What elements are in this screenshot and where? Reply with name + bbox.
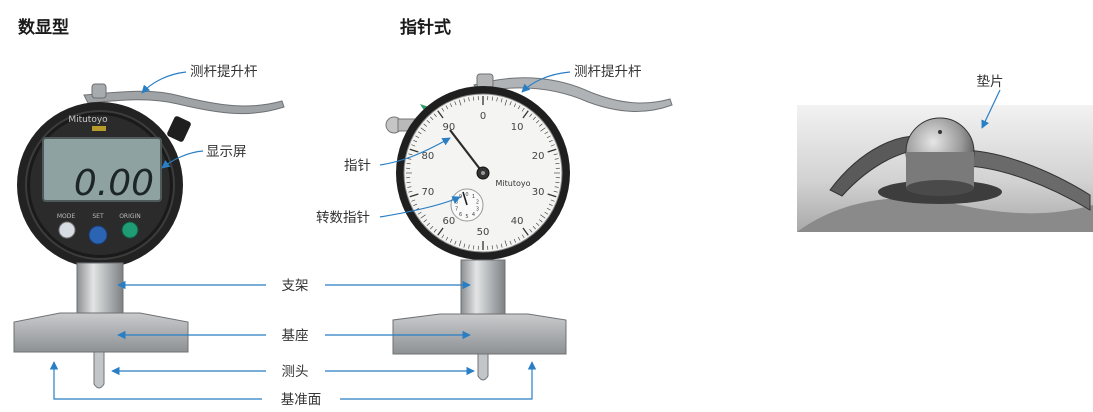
inner-dial-number: 0 — [465, 192, 468, 198]
probe — [94, 352, 104, 388]
base — [14, 313, 188, 352]
label-revolution-pointer: 转数指针 — [316, 210, 370, 226]
dial-number: 80 — [421, 151, 434, 162]
inner-dial-number: 7 — [455, 206, 458, 212]
dial-number: 10 — [511, 122, 524, 133]
inner-dial-number: 8 — [455, 200, 458, 206]
inner-dial-number: 2 — [476, 200, 479, 206]
digital-gauge: Mitutoyo 0.00 MODE SET ORIGIN — [14, 84, 284, 388]
title-dial: 指针式 — [400, 17, 451, 38]
probe-dial — [478, 354, 488, 380]
origin-label: ORIGIN — [119, 213, 141, 220]
inner-dial-number: 1 — [472, 194, 475, 200]
label-probe: 测头 — [282, 364, 309, 380]
label-display: 显示屏 — [206, 144, 247, 160]
mode-button — [59, 222, 75, 238]
label-reference-face: 基准面 — [281, 391, 322, 408]
inner-dial-number: 6 — [459, 212, 462, 218]
set-button — [89, 226, 107, 244]
label-lift-lever-digital: 测杆提升杆 — [190, 64, 258, 80]
label-stand: 支架 — [282, 278, 309, 294]
base-dial — [393, 314, 566, 354]
dial-number: 90 — [443, 122, 456, 133]
inner-dial-number: 4 — [472, 212, 475, 218]
dial-number: 60 — [443, 216, 456, 227]
inner-dial-number: 3 — [476, 206, 479, 212]
dial-number: 30 — [532, 187, 545, 198]
dial-number: 20 — [532, 151, 545, 162]
label-pointer: 指针 — [344, 158, 371, 174]
dial-number: 0 — [480, 111, 486, 122]
inner-dial-number: 5 — [465, 214, 468, 220]
title-digital: 数显型 — [18, 17, 69, 38]
stand-dial — [461, 260, 505, 314]
dial-number: 50 — [477, 227, 490, 238]
origin-button — [122, 222, 138, 238]
set-label: SET — [92, 213, 104, 220]
dial-number: 40 — [511, 216, 524, 227]
dial-brand: Mitutoyo — [496, 179, 531, 188]
brand-logo: Mitutoyo — [68, 115, 108, 125]
stand — [77, 263, 123, 313]
dial-number: 70 — [421, 187, 434, 198]
label-base: 基座 — [282, 327, 309, 344]
lcd-reading: 0.00 — [74, 163, 154, 204]
shim-photo — [797, 105, 1093, 232]
mode-label: MODE — [57, 213, 76, 220]
label-lift-lever-dial: 测杆提升杆 — [574, 64, 642, 80]
label-shim: 垫片 — [977, 74, 1004, 90]
